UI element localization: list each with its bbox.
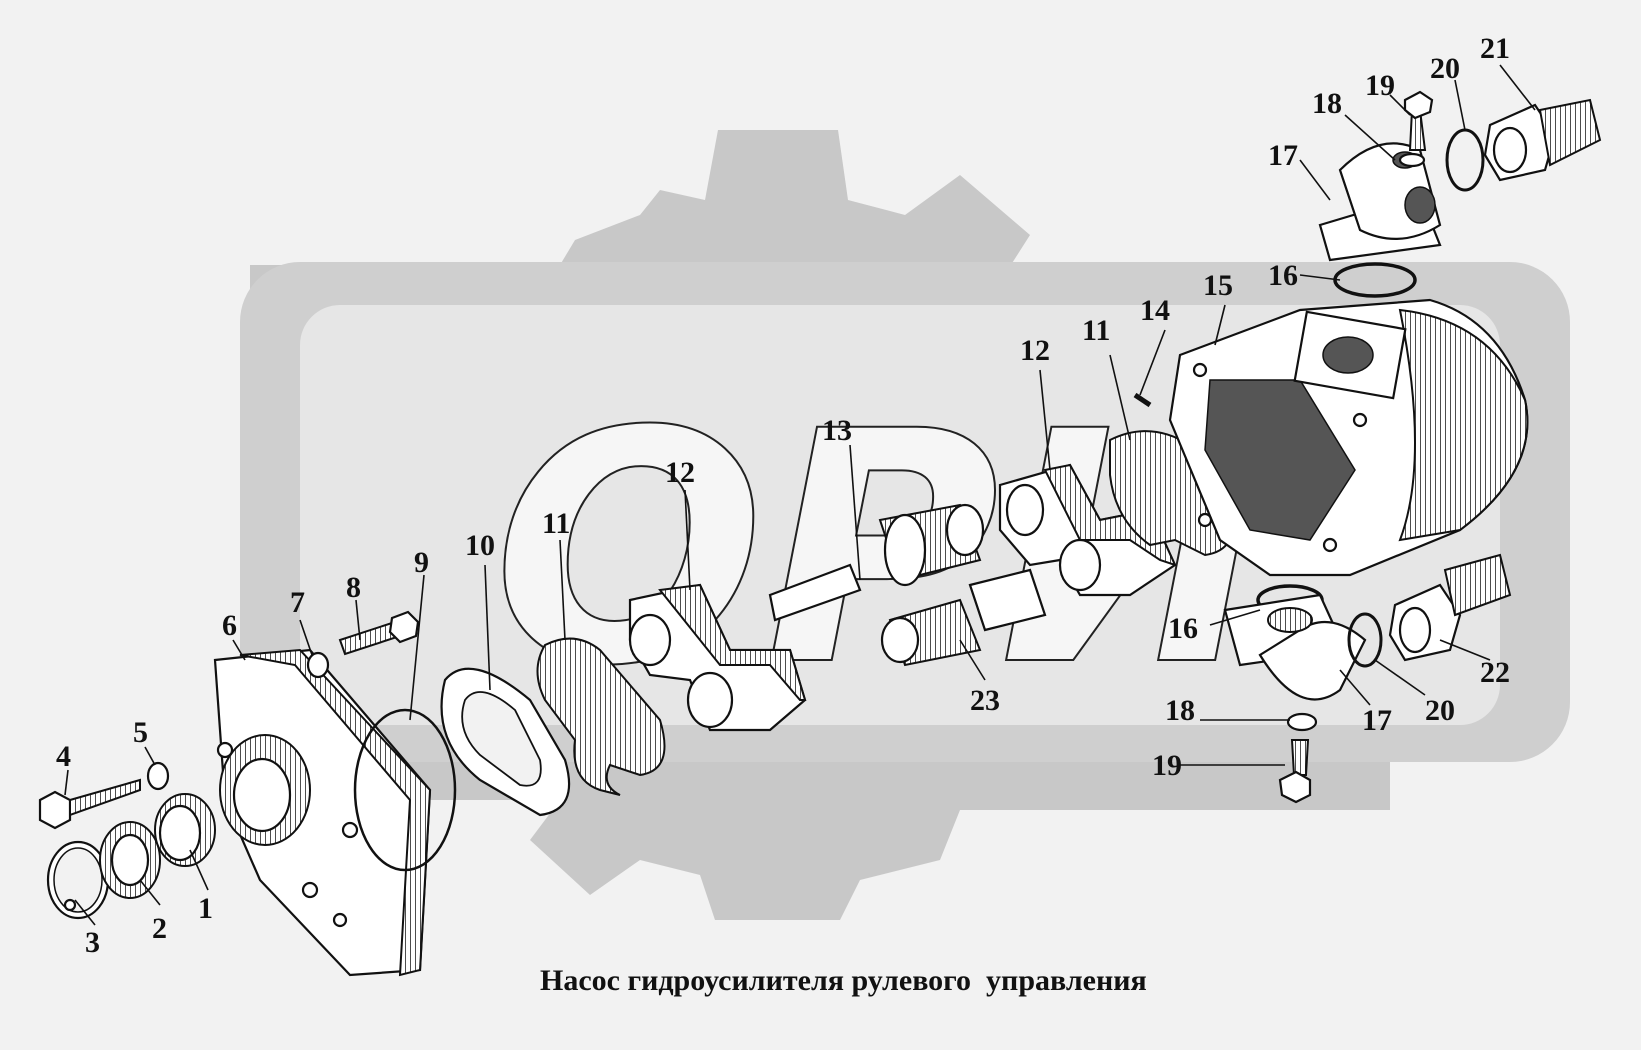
part-bolt-8: [338, 610, 420, 656]
part-driven-gear-23: [880, 568, 1047, 667]
label-3: 3: [85, 926, 100, 959]
part-drive-gear-13: [768, 503, 985, 622]
leader-lines: [64, 64, 1536, 926]
part-snap-ring-3: [46, 840, 110, 920]
diagram-caption: Насос гидроусилителя рулевого управления: [540, 964, 1147, 997]
label-19-bottom: 19: [1152, 749, 1182, 782]
part-bushing-12-left: [628, 583, 807, 732]
part-washer-7: [306, 651, 330, 679]
label-17-bottom: 17: [1362, 704, 1392, 737]
part-washer-5: [146, 761, 170, 791]
label-14: 14: [1140, 294, 1170, 327]
label-12-left: 12: [665, 456, 695, 489]
label-16-top: 16: [1268, 259, 1298, 292]
label-18-bottom: 18: [1165, 694, 1195, 727]
label-13: 13: [822, 414, 852, 447]
label-15: 15: [1203, 269, 1233, 302]
label-11-right: 11: [1082, 314, 1110, 347]
label-8: 8: [346, 571, 361, 604]
label-12-right: 12: [1020, 334, 1050, 367]
label-4: 4: [56, 740, 71, 773]
label-20-bottom: 20: [1425, 694, 1455, 727]
part-housing-15: [1168, 298, 1529, 577]
part-pin-14: [1133, 392, 1152, 408]
part-gasket-9: [353, 708, 457, 872]
part-labels: 1 2 3 4 5 6 7 8 9 10 11 11 12 12 13 14 1…: [56, 32, 1510, 959]
label-17-top: 17: [1268, 139, 1298, 172]
label-21: 21: [1480, 32, 1510, 65]
part-gasket-10: [440, 667, 571, 817]
part-bearing-1: [154, 793, 216, 867]
label-18-top: 18: [1312, 87, 1342, 120]
label-20-top: 20: [1430, 52, 1460, 85]
label-19-top: 19: [1365, 69, 1395, 102]
part-washer-18-top: [1398, 152, 1426, 168]
label-7: 7: [290, 586, 305, 619]
part-bolt-19-top: [1403, 90, 1434, 151]
label-23: 23: [970, 684, 1000, 717]
part-ring-2: [99, 821, 161, 899]
label-9: 9: [414, 546, 429, 579]
part-washer-18-bottom: [1286, 712, 1318, 732]
part-washer-20-top: [1445, 128, 1485, 192]
label-10: 10: [465, 529, 495, 562]
part-bolt-19-bottom: [1278, 739, 1312, 804]
label-16-bottom: 16: [1168, 612, 1198, 645]
label-11-left: 11: [542, 507, 570, 540]
label-2: 2: [152, 912, 167, 945]
part-bolt-4: [38, 778, 141, 830]
part-washer-20-bottom: [1347, 612, 1383, 668]
label-22: 22: [1480, 656, 1510, 689]
label-5: 5: [133, 716, 148, 749]
label-1: 1: [198, 892, 213, 925]
label-6: 6: [222, 609, 237, 642]
part-elbow-17-bottom: [1223, 593, 1367, 701]
part-seal-11-left: [536, 637, 666, 796]
part-fitting-21: [1483, 98, 1602, 182]
